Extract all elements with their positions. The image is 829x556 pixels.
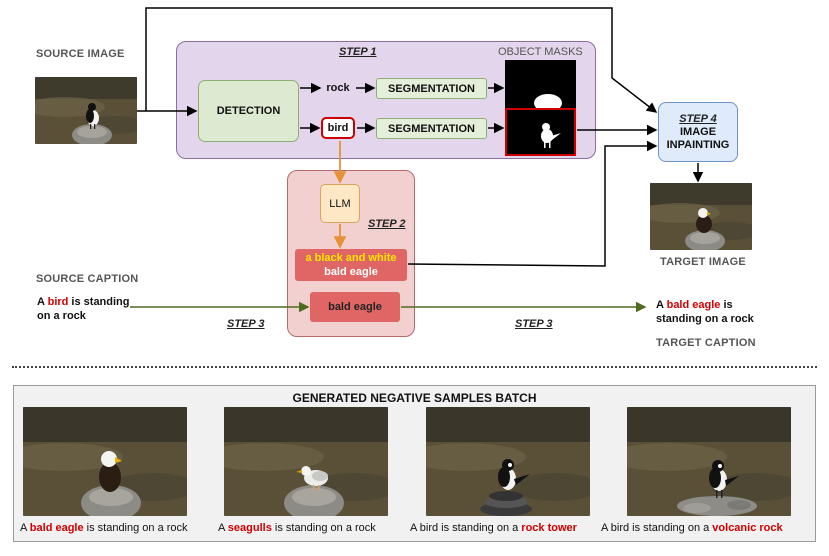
step1-label: STEP 1: [339, 46, 377, 58]
segmentation-box-1: SEGMENTATION: [376, 78, 487, 99]
source-image-label: SOURCE IMAGE: [36, 48, 125, 60]
batch-image-1: [23, 407, 187, 516]
step4-line2: INPAINTING: [666, 138, 730, 151]
target-caption-label: TARGET CAPTION: [656, 337, 756, 349]
step4-label: STEP 4: [679, 112, 717, 125]
source-caption-pre: A: [37, 296, 48, 308]
rock-mask: [505, 60, 576, 112]
target-caption-highlight: bald eagle: [666, 299, 721, 311]
bird-box: bird: [321, 117, 355, 139]
replacement-box: bald eagle: [310, 292, 400, 322]
target-image-label: TARGET IMAGE: [660, 256, 746, 268]
target-caption: A bald eagle is standing on a rock: [656, 298, 754, 326]
batch-caption-2-highlight: seagulls: [227, 522, 272, 534]
batch-caption-2: A seagulls is standing on a rock: [218, 522, 376, 534]
llm-output-highlight: a black and white: [305, 252, 397, 264]
batch-title: GENERATED NEGATIVE SAMPLES BATCH: [292, 391, 537, 405]
step3-left-label: STEP 3: [227, 318, 265, 330]
batch-caption-3-pre: A bird is standing on a: [410, 522, 522, 534]
source-image: [35, 77, 137, 144]
batch-caption-3-highlight: rock tower: [521, 522, 577, 534]
batch-caption-4: A bird is standing on a volcanic rock: [601, 522, 783, 534]
source-caption-label: SOURCE CAPTION: [36, 273, 139, 285]
target-caption-line2: standing on a rock: [656, 313, 754, 325]
step3-right-label: STEP 3: [515, 318, 553, 330]
rock-label: rock: [326, 82, 350, 94]
batch-caption-4-highlight: volcanic rock: [712, 522, 783, 534]
batch-image-4: [627, 407, 791, 516]
batch-caption-4-pre: A bird is standing on a: [601, 522, 713, 534]
batch-caption-1: A bald eagle is standing on a rock: [20, 522, 188, 534]
llm-output-box: a black and white bald eagle: [295, 249, 407, 281]
source-caption-post: is standing: [68, 296, 130, 308]
batch-caption-1-highlight: bald eagle: [29, 522, 84, 534]
target-image: [650, 183, 752, 250]
llm-output-rest: bald eagle: [324, 266, 378, 278]
target-caption-post: is: [720, 299, 733, 311]
batch-image-3: [426, 407, 590, 516]
target-caption-pre: A: [656, 299, 667, 311]
arrow-llm-output-to-step4: [407, 140, 658, 267]
batch-caption-1-post: is standing on a rock: [83, 522, 188, 534]
detection-box: DETECTION: [198, 80, 299, 142]
object-masks-label: OBJECT MASKS: [498, 46, 583, 58]
step2-label: STEP 2: [368, 218, 406, 230]
segmentation-box-2: SEGMENTATION: [376, 118, 487, 139]
source-caption: A bird is standing on a rock: [37, 295, 130, 323]
source-caption-line2: on a rock: [37, 310, 86, 322]
bird-mask: [505, 108, 576, 156]
batch-caption-2-pre: A: [218, 522, 228, 534]
section-divider: [12, 366, 817, 368]
batch-image-2: [224, 407, 388, 516]
source-caption-highlight: bird: [47, 296, 69, 308]
step4-box: STEP 4 IMAGE INPAINTING: [658, 102, 738, 162]
llm-box: LLM: [320, 184, 360, 223]
batch-caption-3: A bird is standing on a rock tower: [410, 522, 577, 534]
batch-caption-1-pre: A: [20, 522, 30, 534]
batch-caption-2-post: is standing on a rock: [271, 522, 376, 534]
step4-line1: IMAGE: [679, 125, 717, 138]
